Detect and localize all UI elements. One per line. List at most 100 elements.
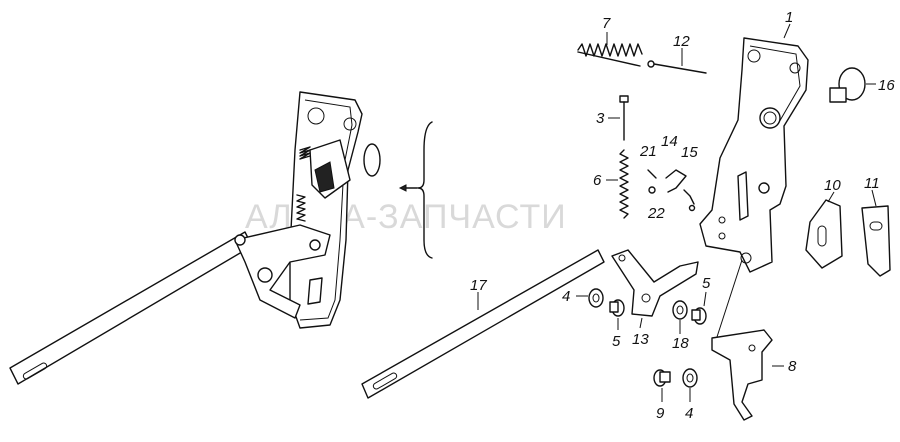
leader-13 — [639, 317, 643, 329]
part-5-rivet-a — [609, 299, 625, 317]
callout-22: 22 — [647, 205, 665, 222]
latch-shadow — [314, 161, 335, 193]
arrow-head — [398, 184, 407, 192]
part-17-rod — [361, 249, 605, 399]
part-14-wire — [665, 169, 687, 193]
callout-5b: 5 — [702, 275, 711, 292]
lever-13-body — [611, 249, 699, 317]
part-11-plate — [861, 205, 891, 277]
part-15-clip — [683, 189, 695, 205]
plate-1-big-hole — [759, 107, 781, 129]
callout-1: 1 — [785, 9, 793, 26]
leader-10 — [827, 191, 835, 203]
rivet-a-shank — [609, 301, 619, 313]
part-10-cam — [805, 199, 843, 269]
part-8-lever — [711, 329, 773, 421]
lever-13-hole — [618, 254, 626, 262]
cam-10-slot — [817, 225, 827, 247]
plate-1-hole-c — [718, 216, 726, 224]
button-16-stem — [829, 87, 847, 103]
part-1-plate — [699, 37, 809, 273]
part-18-washer — [672, 300, 688, 320]
part-7-spring — [577, 43, 643, 67]
assembled-linkage — [234, 224, 331, 319]
plate-1-hole-a — [747, 49, 761, 63]
plate-1-rim — [749, 45, 801, 125]
callout-7: 7 — [602, 15, 611, 32]
part-16-button — [829, 67, 866, 103]
linkage-pivot-1 — [257, 267, 273, 283]
assembly-leader — [715, 259, 743, 341]
rod-pivot — [234, 234, 246, 246]
callout-13: 13 — [632, 331, 649, 348]
rod-17-body — [361, 249, 605, 399]
part-12-pin — [647, 60, 707, 74]
assembled-spring-top — [299, 146, 311, 160]
assembled-rod — [9, 231, 253, 385]
rod-slot — [22, 362, 48, 380]
leader-1 — [783, 23, 791, 39]
part-9-rivet — [653, 369, 671, 387]
callout-10: 10 — [824, 177, 841, 194]
plate-hole-2 — [343, 117, 357, 131]
callout-14: 14 — [661, 133, 678, 150]
spring-6-coils — [619, 149, 629, 219]
lever-8-hole — [748, 344, 756, 352]
lever-13-pivot — [641, 293, 651, 303]
leader-5b — [703, 291, 707, 307]
callout-11: 11 — [864, 175, 880, 192]
part-6-spring — [619, 149, 629, 219]
washer-a-hole — [592, 293, 600, 303]
callout-21: 21 — [639, 143, 657, 160]
rivet-b-shank — [691, 309, 701, 321]
group-bracket — [417, 121, 433, 259]
part-21-clip — [647, 169, 657, 179]
callout-17: 17 — [470, 277, 487, 294]
callout-15: 15 — [681, 144, 698, 161]
callout-8: 8 — [788, 358, 797, 375]
part-3-rod — [619, 95, 629, 141]
plate-1-hole-d — [718, 232, 726, 240]
part-22-washer — [648, 186, 656, 194]
plate-1-pivot — [758, 182, 770, 194]
callout-4a: 4 — [562, 288, 570, 305]
pin-12-shaft — [653, 63, 707, 74]
part-4-washer-b — [682, 368, 698, 388]
callout-12: 12 — [673, 33, 690, 50]
part-15-end — [688, 204, 696, 212]
part-5-rivet-b — [691, 307, 707, 325]
assembled-lever — [307, 277, 323, 305]
rod-17-slot — [372, 372, 398, 390]
spring-7-axis — [577, 51, 641, 67]
callout-9: 9 — [656, 405, 665, 422]
part-4-washer-a — [588, 288, 604, 308]
callout-18: 18 — [672, 335, 689, 352]
assembled-spring — [296, 194, 306, 222]
washer-b-hole — [686, 373, 694, 383]
plate-1-slot — [737, 171, 749, 221]
assembled-button — [363, 143, 381, 177]
linkage-pivot-2 — [309, 239, 321, 251]
plate-1-body — [699, 37, 809, 273]
part-13-lever — [611, 249, 699, 317]
spring-7-coils — [577, 43, 643, 57]
plate-rim — [299, 99, 353, 321]
assembled-mechanism — [9, 91, 381, 385]
callout-16: 16 — [878, 77, 895, 94]
callout-4b: 4 — [685, 405, 693, 422]
callout-6: 6 — [593, 172, 602, 189]
cam-10-body — [805, 199, 843, 269]
plate-11-body — [861, 205, 891, 277]
callout-3: 3 — [596, 110, 605, 127]
plate-hole-1 — [307, 107, 325, 125]
plate-1-hole-e — [740, 252, 752, 264]
pin-12-head — [647, 60, 655, 68]
washer-18-hole — [676, 305, 684, 315]
plate-1-hole-b — [789, 62, 801, 74]
leader-11 — [871, 189, 877, 207]
plate-11-slot — [869, 221, 883, 231]
callout-5a: 5 — [612, 333, 621, 350]
rivet-9-shank — [659, 371, 671, 383]
lever-8-body — [711, 329, 773, 421]
